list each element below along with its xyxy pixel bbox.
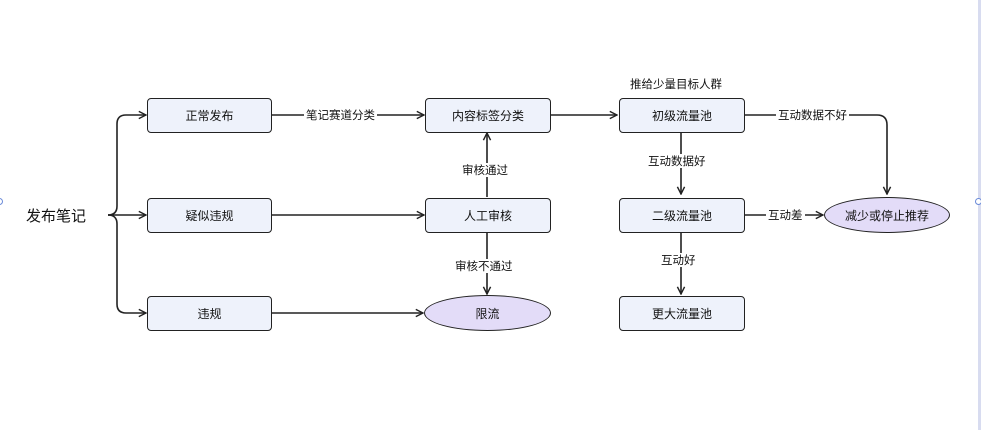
label-push-few: 推给少量目标人群	[630, 77, 722, 91]
node-bigger-pool[interactable]: 更大流量池	[619, 296, 745, 331]
node-throttle[interactable]: 限流	[424, 295, 551, 331]
edge-tier1-to-reduce	[745, 114, 887, 194]
edge-root-to-violation	[107, 214, 146, 313]
label-interaction-good: 互动数据好	[646, 154, 708, 168]
node-tier1-pool[interactable]: 初级流量池	[619, 98, 745, 133]
node-manual-review[interactable]: 人工审核	[425, 198, 551, 233]
canvas-scroll-edge	[978, 0, 981, 430]
node-reduce-stop[interactable]: 减少或停止推荐	[824, 197, 950, 233]
root-publish-note: 发布笔记	[26, 207, 87, 225]
node-content-tagging[interactable]: 内容标签分类	[425, 98, 551, 133]
label-interaction-poor: 互动差	[766, 208, 805, 222]
label-interaction-bad: 互动数据不好	[776, 108, 849, 122]
label-interaction-ok: 互动好	[659, 253, 698, 267]
node-violation[interactable]: 违规	[147, 296, 272, 331]
label-note-track: 笔记赛道分类	[304, 108, 377, 122]
right-connection-handle[interactable]	[975, 198, 981, 205]
node-normal-publish[interactable]: 正常发布	[147, 98, 272, 133]
label-review-pass: 审核通过	[460, 163, 510, 177]
label-review-fail: 审核不通过	[453, 259, 515, 273]
node-suspected-violation[interactable]: 疑似违规	[147, 198, 272, 233]
edge-root-to-normal	[107, 115, 146, 216]
node-tier2-pool[interactable]: 二级流量池	[619, 198, 745, 233]
